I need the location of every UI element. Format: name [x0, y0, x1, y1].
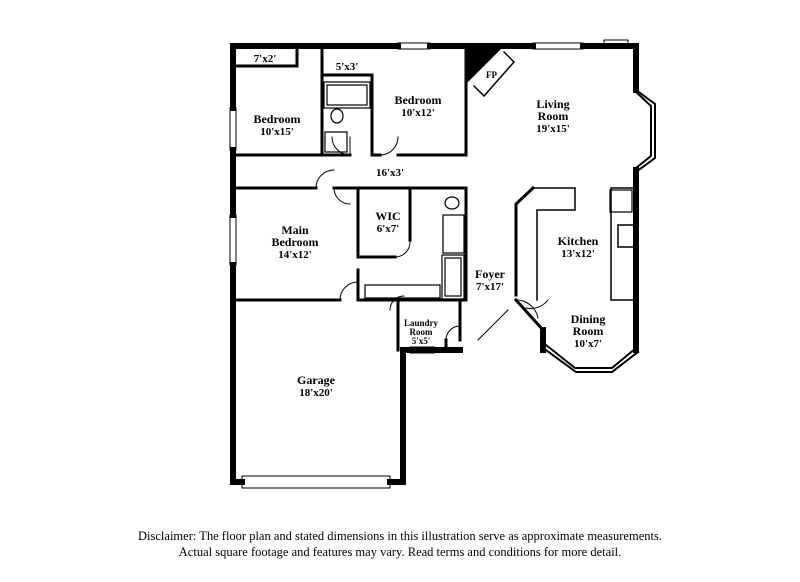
living-dim: 19'x15' — [536, 123, 570, 135]
laundry-name-2: Room — [410, 327, 433, 337]
wic-dim: 6'x7' — [377, 223, 400, 235]
living-bay-window — [634, 88, 656, 174]
bedroom-1-dim: 10'x15' — [260, 126, 294, 138]
main-bedroom-dim: 14'x12' — [278, 249, 312, 261]
bedroom-1-name: Bedroom — [253, 112, 300, 126]
main-bedroom-name-2: Bedroom — [271, 235, 318, 249]
dining-bay-window — [544, 343, 640, 373]
kitchen-dim: 13'x12' — [561, 248, 595, 260]
foyer-name: Foyer — [475, 267, 506, 281]
bedroom-2-dim: 10'x12' — [401, 107, 435, 119]
foyer-dim: 7'x17' — [476, 281, 504, 293]
wic-name: WIC — [375, 209, 400, 223]
main-bedroom-name: Main — [281, 223, 309, 237]
disclaimer-line-1: Disclaimer: The floor plan and stated di… — [138, 529, 662, 543]
bedroom-2-name: Bedroom — [394, 93, 441, 107]
bath-fixtures — [323, 81, 633, 300]
kitchen-counters — [532, 187, 637, 301]
closet-a-dim: 7'x2' — [254, 53, 277, 65]
fireplace-label: FP — [486, 70, 497, 80]
dining-name-2: Room — [573, 324, 604, 338]
dining-dim: 10'x7' — [574, 338, 602, 350]
garage-name: Garage — [297, 373, 336, 387]
kitchen-name: Kitchen — [558, 234, 599, 248]
laundry-name: Laundry — [404, 318, 439, 328]
fireplace-icon — [466, 46, 504, 84]
windows — [229, 39, 629, 489]
closet-b-dim: 5'x3' — [336, 61, 359, 73]
hall-dim: 16'x3' — [376, 167, 404, 179]
dining-name: Dining — [571, 312, 606, 326]
fireplace-hearth — [472, 50, 516, 98]
garage-dim: 18'x20' — [299, 387, 333, 399]
interior-walls — [231, 44, 546, 352]
living-name-2: Room — [538, 109, 569, 123]
living-name: Living — [536, 97, 569, 111]
disclaimer-line-2: Actual square footage and features may v… — [178, 545, 622, 559]
laundry-dim: 5'x5' — [412, 336, 431, 346]
door-swings — [315, 136, 549, 341]
